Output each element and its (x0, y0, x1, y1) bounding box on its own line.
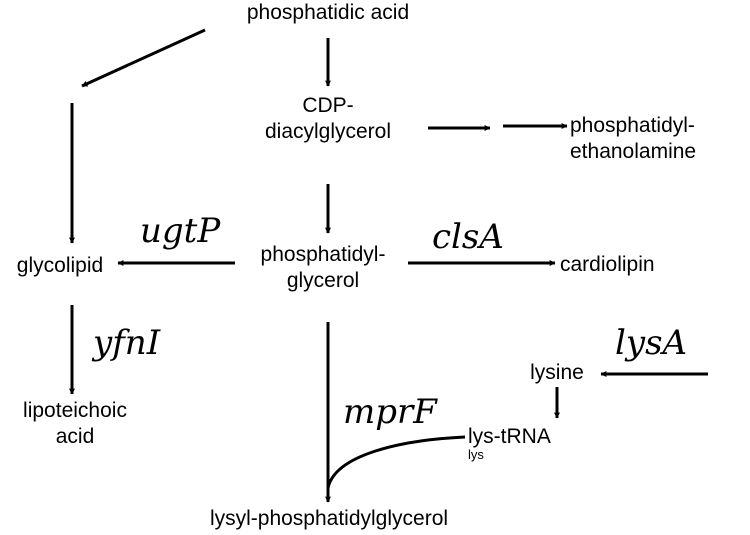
node-cardiolipin: cardiolipin (560, 252, 690, 278)
pe-label-line2: ethanolamine (570, 140, 697, 163)
cardiolipin-label: cardiolipin (560, 253, 655, 276)
pg-label-line2: glycerol (286, 269, 360, 292)
gene-clsA: clsA (432, 217, 504, 257)
cdp-label-line1: CDP- (302, 94, 354, 117)
cdp-label-line2: diacylglycerol (264, 120, 392, 143)
lysine-label: lysine (530, 361, 584, 384)
gene-ugtP: ugtP (140, 211, 221, 251)
gene-yfnI: yfnI (93, 323, 161, 363)
node-phosphatidylethanolamine: phosphatidyl- ethanolamine (570, 113, 746, 165)
node-lysyl-phosphatidylglycerol: lysyl-phosphatidylglycerol (170, 506, 488, 532)
node-glycolipid: glycolipid (0, 253, 120, 279)
curve-trna-to-mprf (326, 435, 466, 489)
lys-trna-text: lys-tRNA (468, 425, 551, 448)
arrow-pa-to-left (81, 28, 206, 88)
glycolipid-label: glycolipid (16, 254, 104, 277)
lta-label-line1: lipoteichoic (23, 399, 127, 422)
node-lysine: lysine (515, 360, 599, 386)
lysyl-pg-label: lysyl-phosphatidylglycerol (209, 507, 449, 530)
gene-lysA: lysA (615, 323, 688, 363)
lys-trna-superscript: lys (468, 447, 484, 462)
phosphatidic-acid-label: phosphatidic acid (246, 1, 410, 24)
node-phosphatidylglycerol: phosphatidyl- glycerol (236, 242, 410, 294)
node-lipoteichoic-acid: lipoteichoic acid (0, 398, 150, 450)
pe-label-line1: phosphatidyl- (570, 114, 695, 137)
gene-mprF: mprF (343, 392, 437, 432)
node-phosphatidic-acid: phosphatidic acid (200, 0, 456, 26)
pg-label-line1: phosphatidyl- (260, 243, 386, 266)
node-cdp-diacylglycerol: CDP- diacylglycerol (232, 93, 424, 145)
lta-label-line2: acid (55, 425, 95, 448)
